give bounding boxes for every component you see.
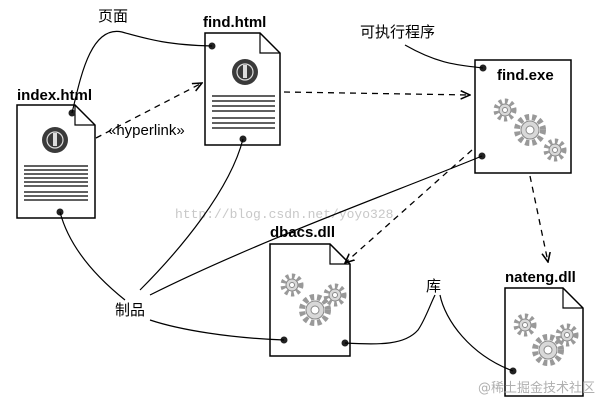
index-seal-icon (42, 127, 68, 153)
find-html-document[interactable] (204, 32, 281, 146)
arrow-find-html-to-find-exe (283, 92, 470, 95)
artifact-line-find-exe (149, 155, 483, 296)
library-note-label: 库 (426, 278, 441, 295)
artifact-line-find-html (139, 138, 244, 291)
find-html-seal-icon (232, 59, 258, 85)
page-note-line (71, 30, 213, 114)
library-line-nateng (439, 294, 514, 372)
executable-note-label: 可执行程序 (360, 24, 435, 41)
arrow-index-to-find-html (95, 83, 202, 139)
watermark-site: @稀土掘金技术社区 (478, 380, 595, 396)
watermark-url: http://blog.csdn.net/yoyo328 (175, 207, 393, 222)
nateng-dll-label: nateng.dll (505, 269, 576, 286)
library-line-dbacs (344, 294, 436, 345)
artifact-line-dbacs (149, 319, 285, 341)
exe-note-line (404, 44, 484, 69)
arrow-find-exe-to-nateng (529, 175, 548, 262)
index-html-document[interactable] (16, 104, 96, 219)
find-exe-label: find.exe (497, 67, 554, 84)
find-html-text-lines (212, 95, 275, 129)
dependency-arrows (95, 83, 548, 263)
dbacs-dll-label: dbacs.dll (270, 224, 335, 241)
dbacs-dll-document[interactable] (269, 243, 351, 357)
artifact-note-label: 制品 (115, 302, 145, 319)
find-exe-document[interactable] (474, 59, 572, 174)
find-html-label: find.html (203, 14, 266, 31)
page-note-label: 页面 (98, 8, 128, 25)
annotation-lines (59, 30, 514, 372)
artifact-line-index (59, 211, 126, 301)
nateng-dll-document[interactable] (504, 287, 584, 397)
index-html-label: index.html (17, 87, 92, 104)
index-text-lines (24, 165, 88, 201)
hyperlink-label: «hyperlink» (108, 122, 185, 139)
